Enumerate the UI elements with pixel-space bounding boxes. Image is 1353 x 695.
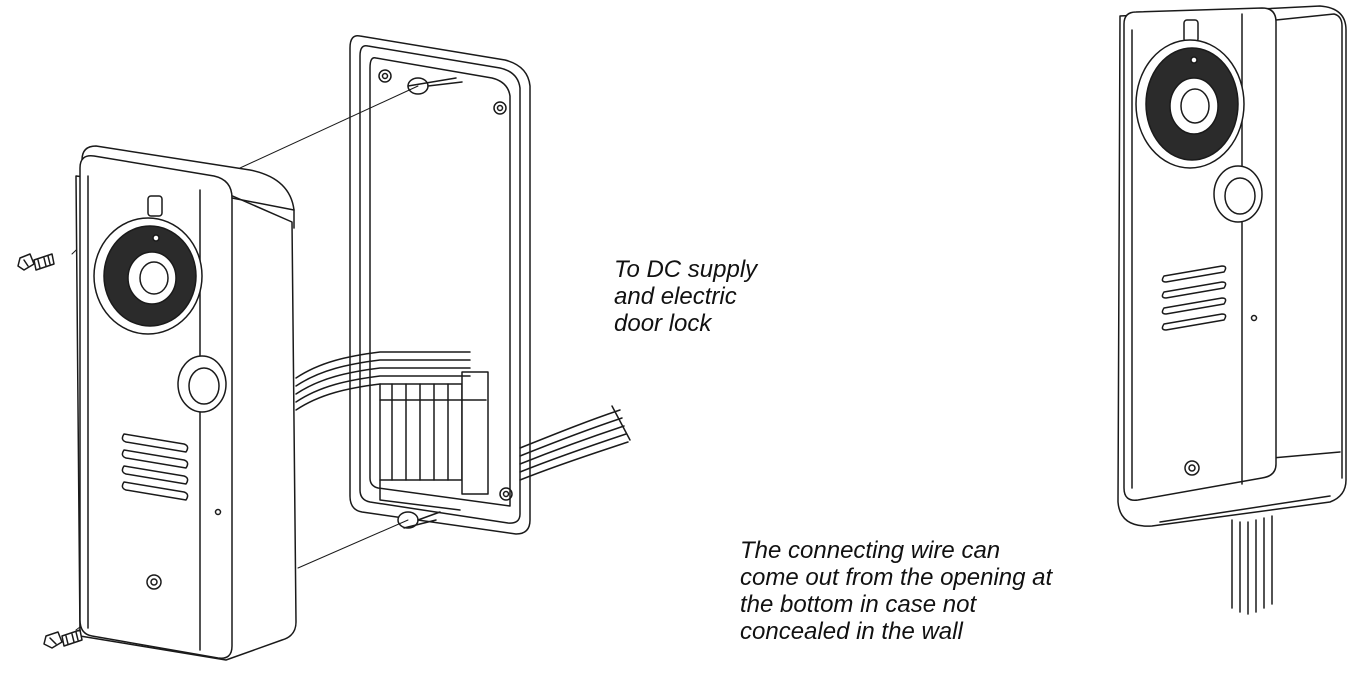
back-box	[350, 36, 530, 534]
camera-lens-icon	[1136, 40, 1244, 168]
screw-icon	[44, 630, 82, 648]
wire-opening-caption: The connecting wire can come out from th…	[740, 537, 1053, 645]
call-button-icon	[1214, 166, 1262, 222]
dc-supply-caption: To DC supply and electric door lock	[614, 256, 758, 337]
terminal-block	[380, 372, 488, 510]
front-unit	[76, 146, 296, 660]
assembled-unit	[1118, 6, 1346, 614]
bottom-wires	[1232, 516, 1272, 614]
camera-lens-icon	[94, 218, 202, 334]
speaker-grille-icon	[122, 434, 187, 500]
call-button-icon	[178, 356, 226, 412]
supply-cable	[520, 406, 630, 480]
ribbon-cable-icon	[296, 352, 470, 410]
speaker-grille-icon	[1162, 266, 1225, 330]
screw-icon	[18, 254, 54, 270]
